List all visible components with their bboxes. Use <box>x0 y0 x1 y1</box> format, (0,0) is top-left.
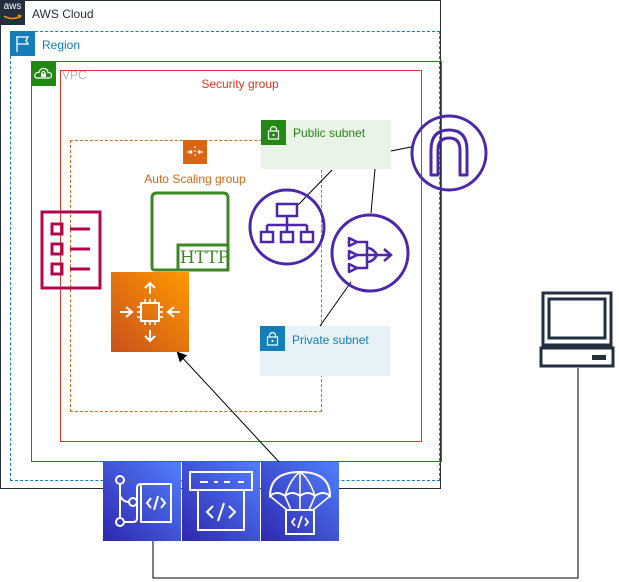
vpc-label: VPC <box>62 68 87 82</box>
nat-gateway-icon <box>329 212 411 294</box>
auto-scaling-icon <box>183 140 207 164</box>
internet-gateway-icon <box>409 113 489 193</box>
auto-scaling-group-label: Auto Scaling group <box>144 172 246 186</box>
region-flag-icon <box>10 31 35 56</box>
aws-cloud-label: AWS Cloud <box>32 7 94 21</box>
edge-nat-to-private-subnet <box>319 281 352 327</box>
ec2-instance-icon <box>111 272 189 352</box>
private-subnet-lock-icon <box>260 326 285 351</box>
http-endpoint-icon: HTTP <box>150 190 232 272</box>
elastic-load-balancer-icon <box>247 187 327 267</box>
client-computer-icon <box>538 290 616 368</box>
checklist-icon <box>40 210 102 290</box>
codepipeline-icon <box>103 462 181 541</box>
edge-pipeline-to-ec2 <box>176 351 281 464</box>
aws-logo-text: aws <box>3 1 22 12</box>
security-group <box>60 70 422 442</box>
vpc-group <box>31 61 442 462</box>
aws-logo-icon: aws <box>0 0 25 25</box>
public-subnet-lock-icon <box>261 120 286 145</box>
edge-client-to-pipeline <box>152 368 579 579</box>
public-subnet-label: Public subnet <box>293 126 366 140</box>
http-label: HTTP <box>179 248 230 268</box>
edge-public-subnet-to-igw <box>390 146 412 152</box>
region-label: Region <box>42 38 81 52</box>
edge-elb-to-public-subnet <box>297 169 333 206</box>
codebuild-icon <box>182 462 260 541</box>
edge-nat-to-public-subnet <box>370 168 376 214</box>
security-group-label: Security group <box>201 77 279 91</box>
vpc-cloud-lock-icon <box>31 61 56 86</box>
codedeploy-icon <box>261 462 339 541</box>
private-subnet-label: Private subnet <box>292 333 369 347</box>
